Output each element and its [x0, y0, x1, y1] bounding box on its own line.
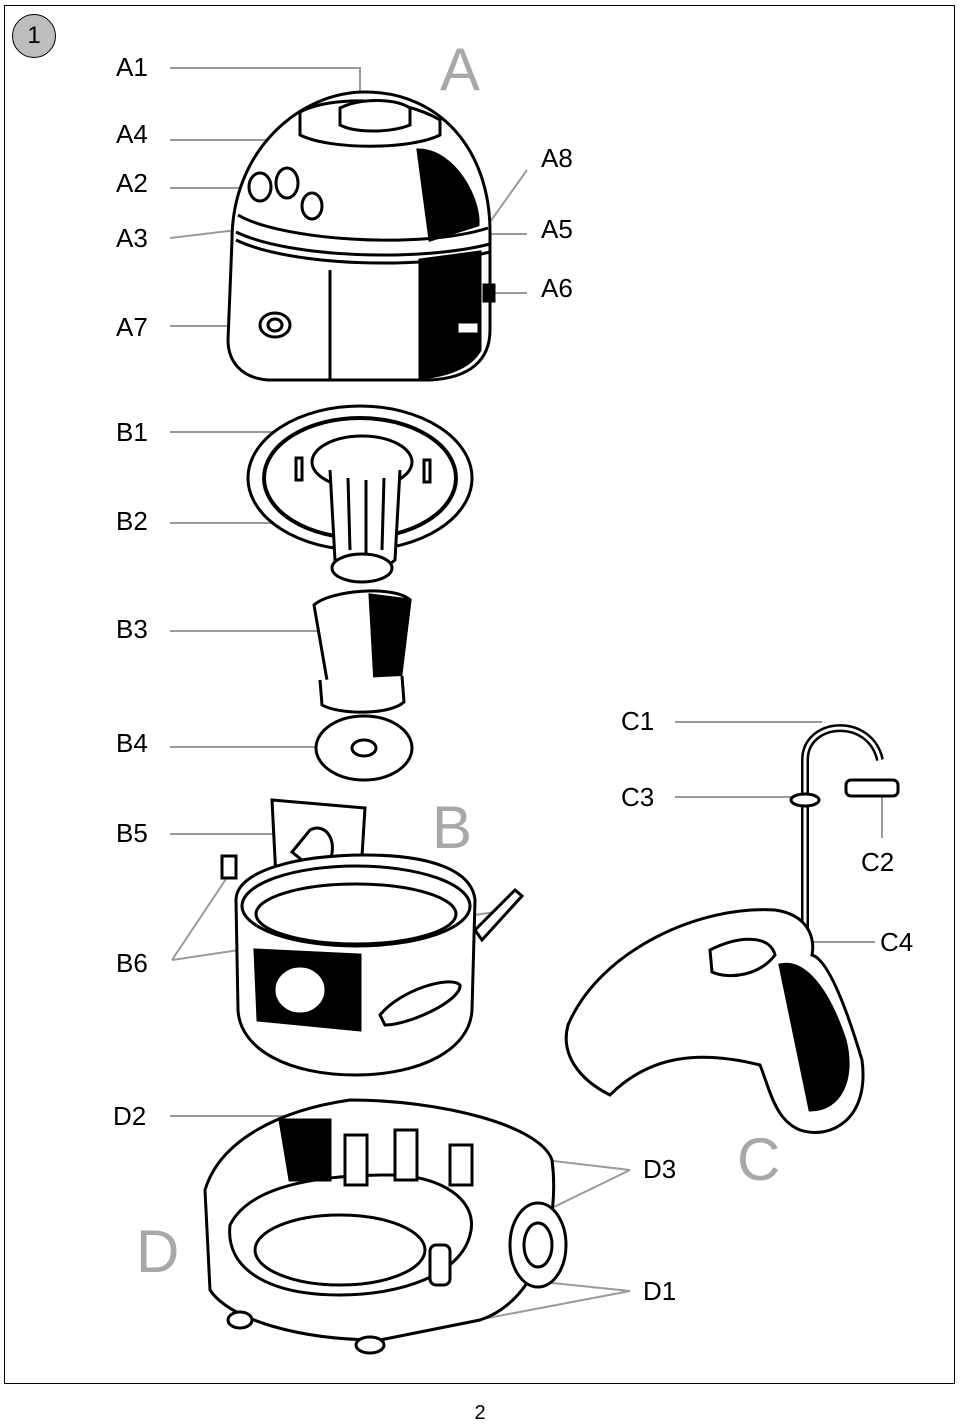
callout-c4: C4 [880, 927, 914, 957]
filter-plate-drawing [246, 404, 474, 584]
handle-hose-drawing [564, 724, 900, 1134]
callout-b4: B4 [116, 728, 148, 758]
callout-d1: D1 [643, 1276, 677, 1306]
callout-b5: B5 [116, 818, 148, 848]
callout-b1: B1 [116, 417, 148, 447]
figure-number: 1 [27, 22, 41, 49]
callout-a2: A2 [116, 168, 148, 198]
group-letter-d: D [136, 1218, 180, 1285]
callout-c2: C2 [861, 847, 895, 877]
callout-b2: B2 [116, 506, 148, 536]
callout-a7: A7 [116, 312, 148, 342]
page-number: 2 [474, 1402, 486, 1424]
motor-head-drawing [226, 90, 496, 382]
callout-d2: D2 [113, 1101, 147, 1131]
water-tank-drawing [220, 798, 525, 1077]
callout-a3: A3 [116, 223, 148, 253]
callout-b6: B6 [116, 948, 148, 978]
callout-a1: A1 [116, 52, 148, 82]
cone-filter-drawing [312, 589, 414, 782]
group-letter-a: A [440, 36, 481, 103]
callout-a8: A8 [541, 143, 573, 173]
group-letter-b: B [432, 794, 473, 861]
callout-a4: A4 [116, 119, 148, 149]
callout-d3: D3 [643, 1154, 677, 1184]
figure-frame [4, 5, 955, 1384]
trolley-base-drawing [203, 1098, 568, 1355]
callout-a6: A6 [541, 273, 573, 303]
callout-b3: B3 [116, 614, 148, 644]
group-letter-c: C [737, 1126, 781, 1193]
figure-number-badge: 1 [12, 14, 56, 58]
callout-a5: A5 [541, 214, 573, 244]
callout-c1: C1 [621, 706, 655, 736]
callout-c3: C3 [621, 782, 655, 812]
